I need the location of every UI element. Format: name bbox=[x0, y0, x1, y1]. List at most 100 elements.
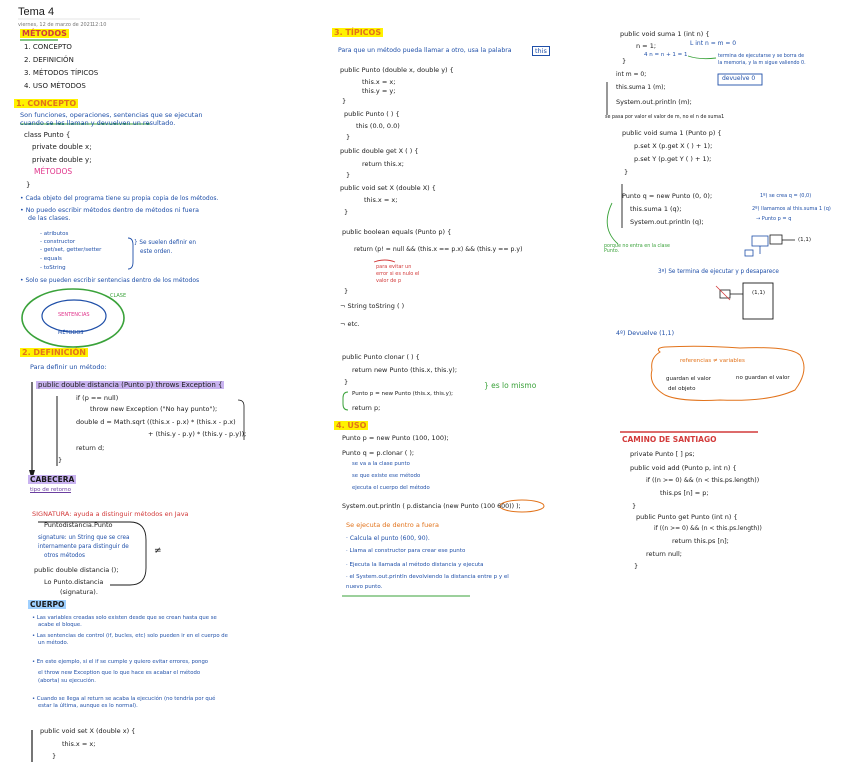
page-date: viernes, 12 de marzo de 2021 bbox=[18, 22, 94, 28]
suma2-note-8: 4º) Devuelve (1,1) bbox=[616, 330, 675, 337]
list-item-2: - constructor bbox=[40, 239, 76, 245]
cabecera-sub: tipo de retorno bbox=[30, 487, 71, 493]
sentencias-ellipse bbox=[41, 299, 107, 333]
suma2-note-7: (1,1) bbox=[752, 290, 766, 296]
suma2-note-2: 2º) llamamos al this.suma 1 (q) bbox=[752, 206, 831, 212]
suma-code-2: n = 1; bbox=[636, 42, 657, 50]
cuerpo-bullet-4: un método. bbox=[38, 640, 69, 646]
def-code-6: return d; bbox=[76, 444, 105, 452]
tip-code-1: public Punto (double x, double y) { bbox=[340, 66, 454, 74]
tip-code-15: return (p! = null && (this.x == p.x) && … bbox=[354, 246, 523, 253]
tip-code-10: } bbox=[346, 171, 351, 179]
camino-code-2: public void add (Punto p, int n) { bbox=[630, 464, 737, 472]
suma-note-1: L int n = m = 0 bbox=[690, 40, 737, 47]
tipicos-title: 3. TÍPICOS bbox=[332, 28, 384, 37]
uso-code-1: Punto p = new Punto (100, 100); bbox=[342, 434, 449, 442]
class-line-3: private double y; bbox=[32, 156, 92, 164]
uso-step-5: nuevo punto. bbox=[346, 584, 383, 590]
camino-code-4: this.ps [n] = p; bbox=[660, 489, 709, 497]
bullet-2a: • No puedo escribir métodos dentro de mé… bbox=[20, 207, 199, 214]
suma2-code-3: p.set Y (p.get Y ( ) + 1); bbox=[634, 155, 712, 163]
list-item-1: - atributos bbox=[40, 231, 69, 237]
cuerpo-bullet-8: • Cuando se llega al return se acaba la … bbox=[32, 696, 216, 702]
cuerpo-title: CUERPO bbox=[28, 600, 67, 609]
clase-ellipse bbox=[21, 288, 125, 348]
class-line-5: } bbox=[26, 181, 31, 189]
uso-note-title: Se ejecuta de dentro a fuera bbox=[346, 521, 439, 529]
svg-text:≠: ≠ bbox=[154, 546, 162, 556]
suma-note-5: se pasa por valor el valor de m, no el n… bbox=[605, 115, 725, 120]
clonar-code-4: Punto p = new Punto (this.x, this.y); bbox=[352, 391, 454, 397]
tip-code-11: public void set X (double X) { bbox=[340, 184, 436, 192]
index-item-2: 2. DEFINICIÓN bbox=[24, 56, 74, 64]
class-line-1: class Punto { bbox=[24, 131, 71, 139]
list-item-5: - toString bbox=[40, 265, 66, 271]
tip-code-8: public double get X ( ) { bbox=[340, 147, 419, 155]
class-line-2: private double x; bbox=[32, 143, 92, 151]
list-note-1: } Se suelen definir en bbox=[134, 240, 197, 246]
list-item-4: - equals bbox=[40, 256, 62, 262]
cuerpo-bullet-9: estar la última, aunque es lo normal). bbox=[38, 703, 138, 709]
suma-code-5: int m = 0; bbox=[616, 71, 647, 78]
suma2-code-6: this.suma 1 (q); bbox=[630, 205, 682, 213]
uso-title: 4. USO bbox=[334, 421, 369, 430]
cloud-line-3: del objeto bbox=[668, 386, 696, 392]
list-note-2: este orden. bbox=[140, 249, 173, 255]
es-lo-mismo: } es lo mismo bbox=[484, 381, 537, 390]
uso-code-6: System.out.println ( p.distancia (new Pu… bbox=[342, 503, 521, 510]
suma2-code-5: Punto q = new Punto (0, 0); bbox=[622, 192, 713, 200]
tip-code-12: this.x = x; bbox=[364, 196, 398, 204]
suma-note-2: termina de ejecutarse y se borra de bbox=[718, 54, 805, 59]
this-word: this bbox=[532, 46, 550, 56]
signatura-line-3: internamente para distinguir de bbox=[38, 544, 129, 550]
index-item-3: 3. MÉTODOS TÍPICOS bbox=[24, 69, 99, 77]
index-item-1: 1. CONCEPTO bbox=[24, 43, 72, 51]
list-item-3: - get/set, getter/setter bbox=[40, 247, 102, 253]
tipicos-text: Para que un método pueda llamar a otro, … bbox=[338, 47, 512, 54]
diagram-clase-label: CLASE bbox=[110, 293, 127, 299]
tip-code-2: this.x = x; bbox=[362, 78, 396, 86]
bullet-1: • Cada objeto del programa tiene su prop… bbox=[20, 195, 219, 202]
camino-code-10: } bbox=[634, 562, 639, 570]
concepto-text-2: cuando se les llaman y devuelven un resu… bbox=[20, 119, 176, 127]
metodos-title: MÉTODOS bbox=[20, 29, 69, 38]
definicion-title: 2. DEFINICIÓN bbox=[20, 348, 88, 357]
camino-code-7: if ((n >= 0) && (n < this.ps.length)) bbox=[654, 525, 762, 532]
clonar-code-2: return new Punto (this.x, this.y); bbox=[352, 366, 458, 374]
signatura-line-4: otros métodos bbox=[44, 553, 85, 559]
suma-code-1: public void suma 1 (int n) { bbox=[620, 30, 710, 38]
def-code-5: + (this.y - p.y) * (this.y - p.y)); bbox=[148, 430, 247, 438]
suma2-note-6: 3º) Se termina de ejecutar y p desaparec… bbox=[658, 269, 779, 275]
suma2-note-3: → Punto p = q bbox=[756, 216, 792, 222]
suma-code-4: } bbox=[622, 57, 627, 65]
index-item-4: 4. USO MÉTODOS bbox=[24, 82, 86, 90]
uso-code-4: se que existe ese método bbox=[352, 473, 421, 479]
equals-note-3: valor de p bbox=[376, 278, 402, 284]
def-code-1: public double distancia (Punto p) throws… bbox=[36, 381, 225, 389]
cuerpo-bullet-1: • Las variables creadas solo existen des… bbox=[32, 615, 217, 621]
camino-code-6: public Punto get Punto (int n) { bbox=[636, 513, 738, 521]
def-code-2: if (p == null) bbox=[76, 394, 119, 402]
suma-code-3: 4 n = n + 1 = 1 bbox=[644, 52, 688, 58]
suma2-code-2: p.set X (p.get X ( ) + 1); bbox=[634, 142, 713, 150]
tip-code-9: return this.x; bbox=[362, 160, 404, 168]
tip-code-6: this (0.0, 0.0) bbox=[356, 122, 400, 130]
signatura-line-1: Puntodistancia.Punto bbox=[44, 521, 113, 529]
equals-note-2: error si es nulo el bbox=[376, 271, 420, 277]
uso-step-1: · Calcula el punto (600, 90). bbox=[346, 535, 430, 542]
tip-code-16: } bbox=[344, 287, 349, 295]
camino-code-9: return null; bbox=[646, 550, 682, 558]
tip-code-13: } bbox=[344, 208, 349, 216]
clonar-code-1: public Punto clonar ( ) { bbox=[342, 353, 420, 361]
signatura-title: SIGNATURA: ayuda a distinguir métodos en… bbox=[32, 510, 189, 518]
suma2-note-1: 1º) se crea q = (0,0) bbox=[760, 193, 812, 199]
signatura-line-6: Lo Punto.distancia bbox=[44, 578, 104, 586]
tip-code-5: public Punto ( ) { bbox=[344, 110, 400, 118]
definicion-text: Para definir un método: bbox=[30, 363, 107, 371]
uso-step-4: · el System.out.println devolviendo la d… bbox=[346, 574, 509, 580]
cuerpo-bullet-3: • Las sentencias de control (if, bucles,… bbox=[32, 633, 228, 639]
uso-step-2: · Llama al constructor para crear ese pu… bbox=[346, 548, 466, 554]
suma-note-4: devuelve 0 bbox=[722, 75, 756, 82]
camino-code-5: } bbox=[632, 502, 637, 510]
suma2-code-1: public void suma 1 (Punto p) { bbox=[622, 129, 722, 137]
